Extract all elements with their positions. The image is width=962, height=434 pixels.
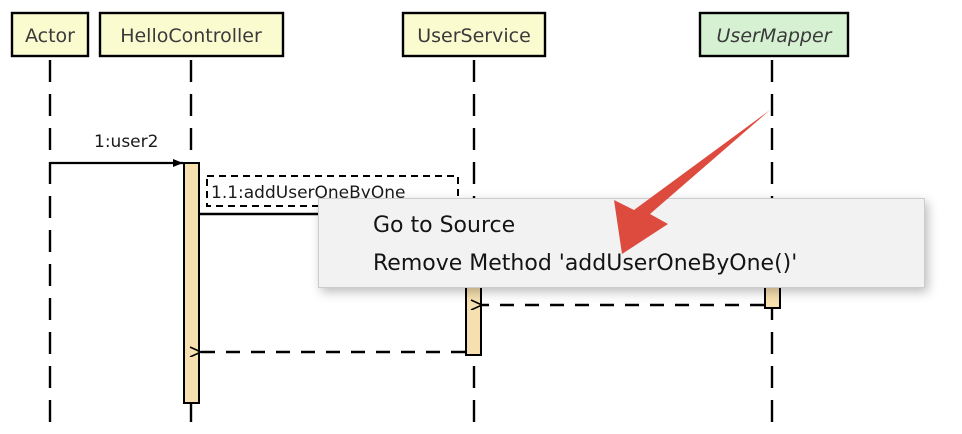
participant-label-userservice: UserService xyxy=(417,25,531,47)
participant-box-hellocontroller[interactable] xyxy=(98,11,285,58)
participant-box-actor[interactable] xyxy=(10,11,90,58)
message-labels: 1:user2 1.1:addUserOneByOne xyxy=(94,132,459,207)
message-label-1-user2: 1:user2 xyxy=(94,132,158,152)
participant-box-userservice[interactable] xyxy=(401,11,547,58)
participant-boxes: Actor HelloController UserService UserMa… xyxy=(10,11,850,58)
context-menu-item-remove-method[interactable]: Remove Method 'addUserOneByOne()' xyxy=(373,251,798,276)
participant-hellocontroller[interactable]: HelloController xyxy=(98,11,285,58)
participant-label-actor: Actor xyxy=(25,25,75,47)
activation-bar-hellocontroller[interactable] xyxy=(183,162,200,404)
context-menu-item-go-to-source[interactable]: Go to Source xyxy=(373,213,516,238)
participant-box-usermapper[interactable] xyxy=(698,11,850,58)
participant-usermapper[interactable]: UserMapper xyxy=(698,11,850,58)
participant-label-usermapper: UserMapper xyxy=(717,25,833,47)
participant-label-hellocontroller: HelloController xyxy=(120,25,262,47)
context-menu[interactable]: Go to Source Remove Method 'addUserOneBy… xyxy=(318,198,925,288)
participant-userservice[interactable]: UserService xyxy=(401,11,547,58)
participant-actor[interactable]: Actor xyxy=(10,11,90,58)
